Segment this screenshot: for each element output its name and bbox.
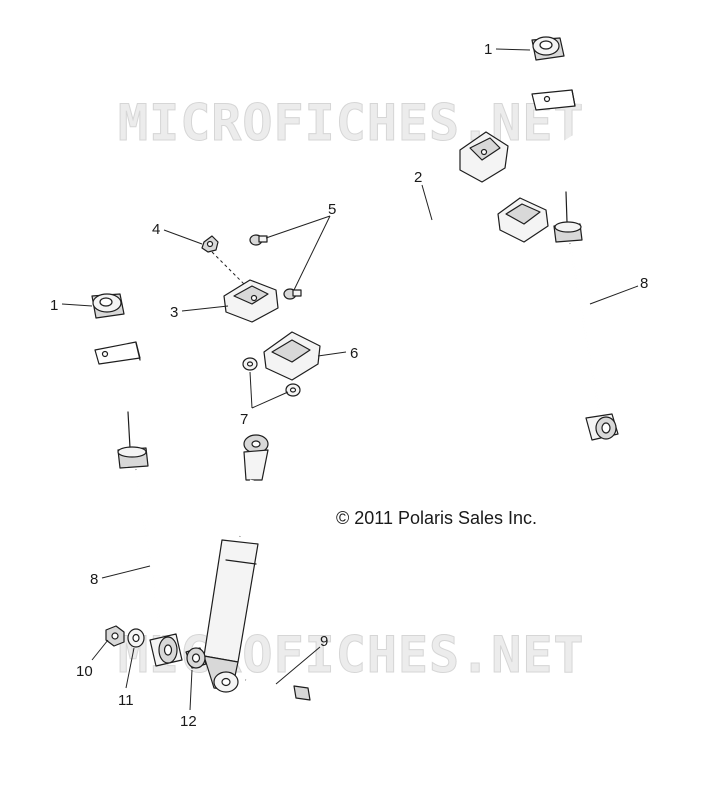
nut-10	[105, 625, 125, 647]
spacer-12	[185, 647, 207, 669]
callout-3: 3	[170, 304, 178, 321]
clamp-right	[497, 197, 549, 243]
callout-8-left: 8	[90, 571, 98, 588]
bushing-top	[531, 36, 565, 61]
bolt-9	[245, 678, 311, 701]
callout-7: 7	[240, 411, 248, 428]
clamp-6	[263, 331, 321, 381]
leader-lines	[61, 48, 639, 711]
washer-7b	[285, 383, 301, 397]
watermark-bottom: MICROFICHES.NET	[118, 626, 585, 684]
bushing-left	[91, 293, 125, 319]
callout-5: 5	[328, 201, 336, 218]
clamp-3	[223, 279, 279, 323]
shock-absorber	[203, 434, 269, 693]
callout-11: 11	[118, 692, 134, 709]
callout-2: 2	[414, 169, 422, 186]
copyright-text: © 2011 Polaris Sales Inc.	[336, 508, 537, 528]
callout-4: 4	[152, 221, 160, 238]
stabilizer-bar	[94, 89, 629, 370]
callout-8-right: 8	[640, 275, 648, 292]
callouts: 1 1 2 3 4 5 6 7 8 8 9 10 11 12	[50, 41, 648, 730]
callout-12: 12	[180, 713, 197, 730]
bolt-5a	[249, 234, 268, 246]
link-8-right	[553, 191, 619, 441]
link-8-left	[117, 411, 183, 667]
washer-7a	[242, 357, 258, 371]
callout-1-top: 1	[484, 41, 492, 58]
washer-11	[127, 628, 145, 648]
nut-4	[201, 235, 247, 287]
callout-1-left: 1	[50, 297, 58, 314]
callout-10: 10	[76, 663, 93, 680]
callout-9: 9	[320, 633, 328, 650]
watermark-top: MICROFICHES.NET	[118, 94, 585, 152]
callout-6: 6	[350, 345, 358, 362]
bolt-5b	[283, 288, 302, 300]
clamp-upper	[459, 131, 509, 183]
